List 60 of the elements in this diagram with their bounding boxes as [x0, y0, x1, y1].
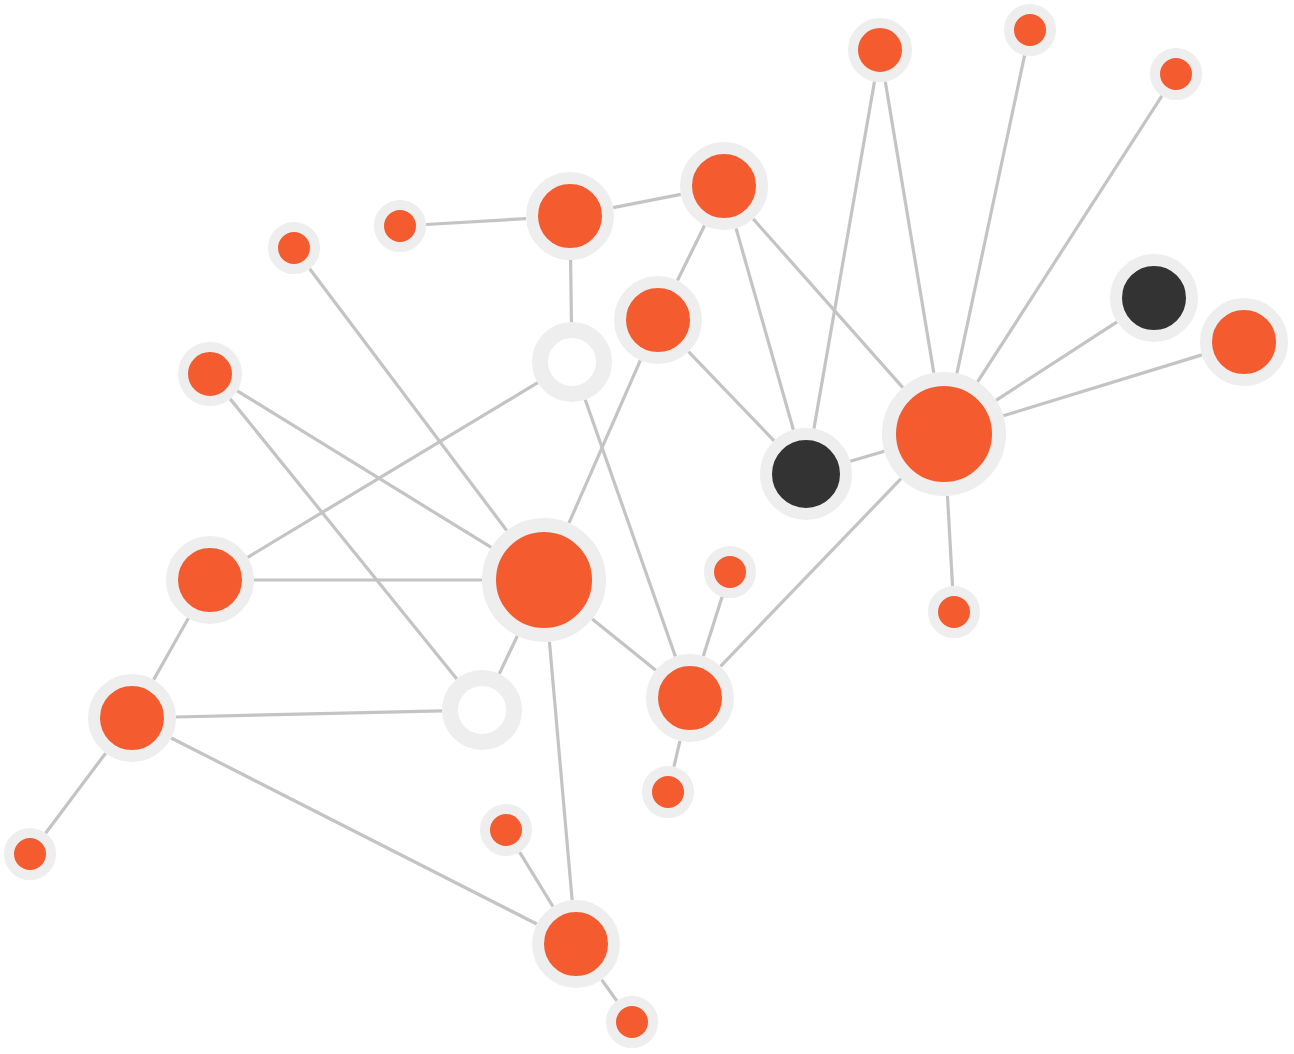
connector-line [687, 350, 776, 442]
connector-line [583, 399, 677, 657]
connector-line [849, 449, 885, 463]
connector-line [883, 81, 936, 374]
connector-line [497, 635, 519, 675]
node-circle [1110, 254, 1198, 342]
node-circle [1004, 4, 1056, 56]
connector-line [955, 55, 1027, 374]
node-circle [704, 546, 756, 598]
node-circle [482, 518, 606, 642]
connector-line [170, 736, 538, 926]
node-circle [760, 428, 852, 520]
connector-line [175, 709, 443, 719]
node-circle [1200, 298, 1288, 386]
node-circle [928, 586, 980, 638]
node-circle [642, 766, 694, 818]
connector-line [44, 752, 107, 835]
connector-line [995, 320, 1118, 402]
connector-line [701, 596, 724, 657]
connector-line [567, 359, 642, 524]
node-circle [480, 804, 532, 856]
connector-line [612, 192, 682, 210]
connector-line [719, 477, 903, 668]
node-circle [606, 996, 658, 1048]
connector-line [569, 259, 574, 323]
node-circle [374, 200, 426, 252]
node-circle [178, 342, 242, 406]
connector-line [254, 578, 482, 582]
node-circle [532, 322, 612, 402]
connector-line [812, 81, 877, 429]
connector-line [152, 617, 190, 681]
node-circle [614, 276, 702, 364]
node-circle [4, 828, 56, 880]
node-circle [166, 536, 254, 624]
connector-line [734, 227, 795, 431]
node-circle [88, 674, 176, 762]
connector-line [976, 95, 1164, 383]
node-circle [882, 372, 1006, 496]
connector-line [600, 978, 619, 1002]
node-circle [646, 654, 734, 742]
connector-line [236, 389, 493, 549]
connector-line [752, 217, 905, 389]
connector-line [591, 617, 657, 672]
connector-line [672, 740, 682, 768]
connector-line [246, 381, 539, 559]
node-circle [848, 18, 912, 82]
connector-line [676, 224, 706, 282]
connector-line [518, 851, 555, 908]
connector-line [1002, 353, 1203, 418]
node-circle [442, 670, 522, 750]
connector-line [547, 641, 574, 901]
node-circle [680, 142, 768, 230]
connector-line [425, 217, 527, 227]
connector-line [945, 495, 955, 587]
node-circle [532, 900, 620, 988]
node-circle [268, 222, 320, 274]
node-circle [1150, 48, 1202, 100]
connector-line [308, 267, 508, 532]
node-circle [526, 172, 614, 260]
connector-line [228, 397, 459, 680]
